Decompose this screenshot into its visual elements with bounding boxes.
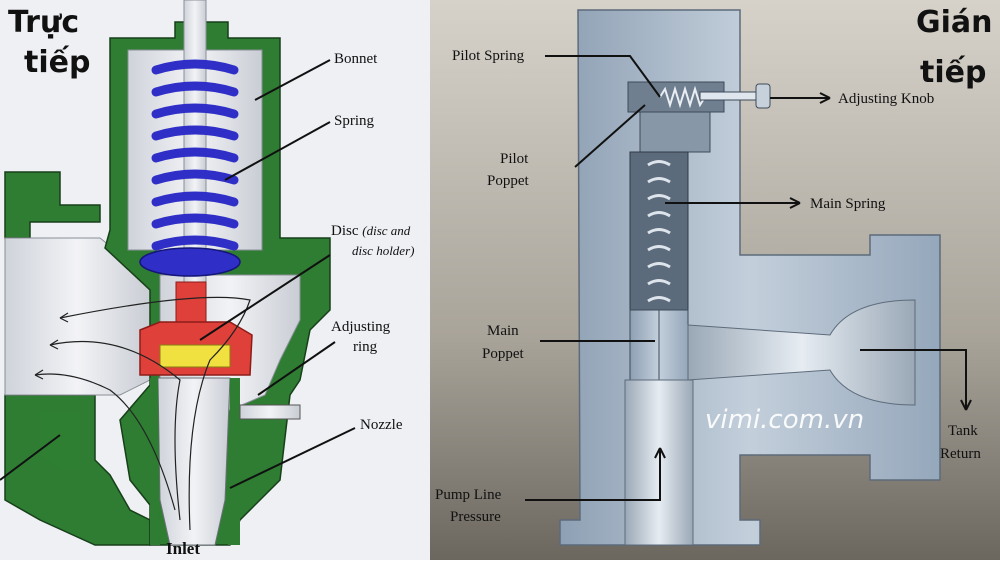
- direct-valve-illustration: [0, 0, 430, 560]
- label-tank-return-2: Return: [940, 446, 981, 462]
- label-pump-line-2: Pressure: [450, 509, 501, 525]
- label-pump-line-1: Pump Line: [435, 487, 502, 503]
- label-disc-note-2: disc holder): [352, 243, 415, 258]
- label-adjusting-line2: ring: [353, 339, 378, 355]
- label-tank-return-1: Tank: [948, 423, 978, 439]
- main-spring-coils: [647, 160, 671, 303]
- spring-coils: [151, 59, 239, 251]
- right-leader-lines: [525, 55, 972, 501]
- left-leader-lines: [0, 59, 356, 489]
- left-title-line1: Trực: [8, 5, 80, 40]
- right-title-line1: Gián: [916, 5, 993, 40]
- watermark: vimi.com.vn: [705, 405, 865, 435]
- label-adjusting-line1: Adjusting: [331, 319, 391, 335]
- left-title-line2: tiếp: [24, 45, 91, 80]
- label-adjusting-knob: Adjusting Knob: [838, 91, 935, 107]
- label-pilot-poppet-2: Poppet: [487, 173, 529, 189]
- right-title-line2: tiếp: [920, 55, 987, 90]
- label-pilot-spring: Pilot Spring: [452, 48, 525, 64]
- label-disc-main: Disc: [331, 223, 359, 239]
- indirect-valve-illustration: [430, 0, 1000, 560]
- label-pilot-poppet-1: Pilot: [500, 151, 529, 167]
- label-bonnet: Bonnet: [334, 51, 378, 67]
- label-disc-note-2-wrap: disc holder): [352, 242, 414, 260]
- label-main-poppet-1: Main: [487, 323, 519, 339]
- label-disc-note-1: (disc and: [362, 223, 411, 238]
- flow-arrows: [34, 296, 251, 531]
- label-inlet: Inlet: [166, 539, 200, 558]
- label-main-poppet-2: Poppet: [482, 346, 524, 362]
- label-disc: Disc (disc and: [331, 222, 410, 240]
- label-nozzle: Nozzle: [360, 417, 403, 433]
- label-spring: Spring: [334, 113, 375, 129]
- label-main-spring: Main Spring: [810, 196, 886, 212]
